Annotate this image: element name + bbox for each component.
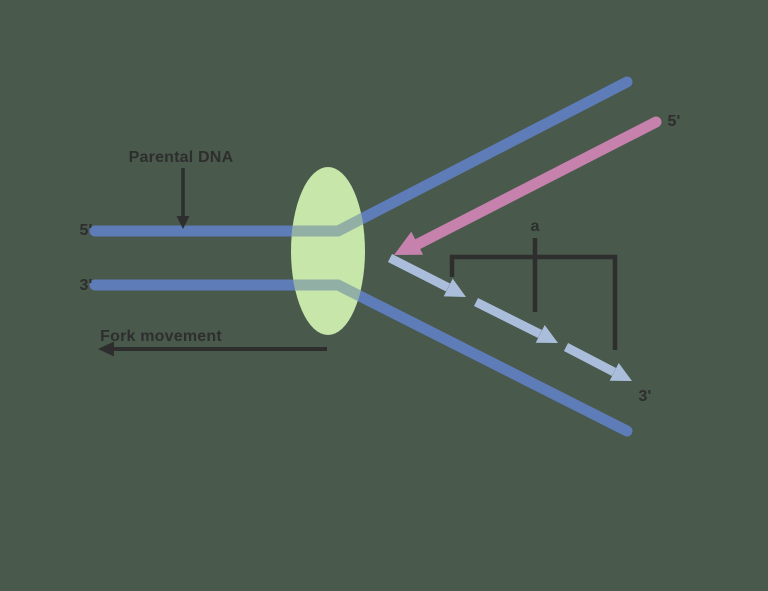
okazaki-fragment-2 [473, 297, 558, 343]
okazaki-fragment-1-shaft [387, 253, 451, 292]
parental-dna-pointer-arrowhead-icon [176, 216, 190, 229]
fragment-bracket: a [449, 218, 618, 350]
strand-bottom-inside-bubble [291, 279, 365, 335]
okazaki-fragment-3-arrowhead-icon [609, 363, 632, 381]
leading-strand-shaft [412, 116, 662, 250]
leading-strand-arrowhead-icon [394, 231, 424, 255]
okazaki-fragment-2-arrowhead-icon [535, 325, 558, 343]
leading-strand-5prime-label: 5' [667, 113, 680, 130]
lagging-strand-3prime-label: 3' [638, 388, 651, 405]
parental-bottom-3prime-label: 3' [79, 277, 92, 294]
parental-top-5prime-label: 5' [79, 222, 92, 239]
okazaki-fragment-3-shaft [563, 343, 617, 376]
fragment-bracket-label: a [530, 218, 539, 235]
okazaki-fragment-3 [563, 343, 632, 381]
fork-movement-label: Fork movement [100, 328, 222, 345]
replication-bubble [291, 167, 365, 335]
fork-movement-arrowhead-icon [98, 341, 114, 357]
parental-dna-callout: Parental DNA [129, 149, 234, 229]
fork-movement-callout: Fork movement [98, 328, 327, 357]
parental-strand-bottom [89, 279, 633, 437]
okazaki-fragment-1-arrowhead-icon [443, 278, 466, 297]
strand-top-inside-bubble [291, 167, 365, 237]
parental-dna-label: Parental DNA [129, 149, 234, 166]
strands-inside-bubble [291, 167, 365, 335]
okazaki-fragment-2-shaft [473, 297, 543, 339]
okazaki-fragment-1 [387, 253, 466, 297]
leading-strand-arrow [394, 116, 662, 255]
